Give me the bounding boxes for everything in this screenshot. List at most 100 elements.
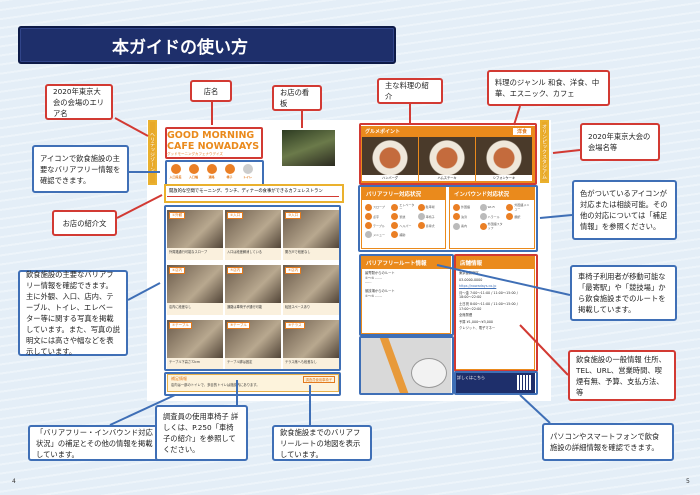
route-title: バリアフリールート情報	[362, 257, 450, 269]
icon-row: 入口段差 入口幅 通路 椅子 トイレ	[167, 164, 261, 179]
status-icon: 筆談	[391, 213, 415, 220]
photo-label: ⑧テーブル	[227, 322, 250, 329]
callout-supplement: 「バリアフリー・インバウンド対応状況」の補足とその他の情報を掲載しています。	[28, 425, 161, 461]
store-info-line: 土日祝 8:00〜11:00 / 11:00〜15:00 / 17:00〜22:…	[459, 301, 518, 311]
photo-card: ②入口入口は段差解消している	[225, 210, 281, 260]
supplement-title: 補足情報	[171, 376, 187, 381]
photo-card: ⑦テーブルテーブル下高さ72cm	[167, 320, 223, 370]
supplement-text: 店内は一部のトイレで、多目的トイレは施設内にあります。	[171, 383, 260, 387]
sample-spread: ヘリテッジゾーン GOOD MORNING CAFE NOWADAYS グッドモ…	[147, 120, 551, 401]
status-icon: ハラール	[479, 213, 505, 220]
callout-genre: 料理のジャンル 和食、洋食、中華、エスニック、カフェ	[487, 70, 610, 106]
photo-caption: 入口は段差解消している	[227, 250, 262, 254]
page-number-right: 5	[686, 478, 690, 485]
status-icon: 翻訳	[506, 213, 531, 220]
route-map	[361, 338, 451, 393]
toilet-icon: トイレ	[239, 164, 256, 179]
status-icon: スロープ	[365, 203, 389, 211]
callout-venue-name: 2020年東京大会の会場名等	[580, 123, 660, 161]
photo-label: ⑥店内	[285, 267, 302, 274]
callout-intro: お店の紹介文	[52, 210, 117, 236]
callout-photos: 飲食施設の主要なバリアフリー情報を確認できます。主に外観、入口、店内、テーブル、…	[18, 270, 128, 356]
dish-card: ハムステーキ	[419, 137, 475, 181]
genre-badge: 洋食	[512, 128, 531, 135]
status-icon: テーブル	[365, 222, 389, 229]
photo-card: ⑥店内転回スペースあり	[283, 265, 339, 315]
status-icon: ヘルパー	[391, 222, 415, 229]
photo-label: ⑦テーブル	[169, 322, 192, 329]
photo-caption: 通路は車椅子が通行可能	[227, 305, 263, 309]
store-title: 店舗情報	[456, 257, 534, 269]
photo-label: ④店内	[169, 267, 186, 274]
callout-signboard: お店の看板	[272, 85, 322, 111]
callout-route: 車椅子利用者が移動可能な「最寄駅」や「競技場」から飲食施設までのルートを掲載して…	[570, 265, 677, 321]
callout-online: パソコンやスマートフォンで飲食施設の詳細情報を確認できます。	[542, 423, 674, 461]
store-info-line: 全席禁煙	[459, 313, 473, 318]
photo-card: ①外観外周路通行可能なスロープ	[167, 210, 223, 260]
callout-colored-icons: 色がついているアイコンが対応または相談可能。その他の対応については「補足情報」を…	[572, 180, 677, 240]
photo-label: ①外観	[169, 212, 186, 219]
inbound-title: インバウンド対応状況	[450, 188, 534, 200]
photo-caption: テーブル下高さ72cm	[169, 360, 201, 364]
status-icon: 車椅子	[417, 213, 442, 220]
page-number-left: 4	[12, 478, 16, 485]
photo-card: ⑨テラステラス席へも段差なし	[283, 320, 339, 370]
status-icon: 駐車場	[417, 203, 442, 211]
photo-caption: 外周路通行可能なスロープ	[169, 250, 208, 254]
photo-label: ②入口	[227, 212, 244, 219]
callout-icons: アイコンで飲食施設の主要なバリアフリー情報を確認できます。	[32, 145, 129, 193]
supplement-box: 補足情報 店内は一部のトイレで、多目的トイレは施設内にあります。 調査員使用車椅…	[167, 374, 339, 392]
entrance-step-icon: 入口段差	[167, 164, 184, 179]
aisle-icon: 通路	[203, 164, 220, 179]
route-station: 最寄駅からのルート	[365, 271, 395, 275]
callout-general-info: 飲食施設の一般情報 住所、TEL、URL、営業時間、喫煙有無、予算、支払方法、等	[568, 350, 676, 401]
store-info-line[interactable]: https://nowadays.co.jp	[459, 284, 497, 289]
shop-kana: グッドモーニングカフェナウデイズ	[167, 152, 223, 156]
photo-label: ③入口	[285, 212, 302, 219]
dish-card: ハンバーグ	[362, 137, 418, 181]
photo-card: ③入口開き戸で段差なし	[283, 210, 339, 260]
callout-main-dishes: 主な料理の紹介	[377, 78, 443, 104]
bf-title: バリアフリー対応状況	[362, 188, 445, 200]
status-icon: 外国語スタッフ	[479, 222, 505, 230]
callout-shop-name: 店名	[190, 80, 232, 102]
status-icon: 点字	[365, 213, 389, 220]
qr-code[interactable]	[517, 375, 532, 390]
status-icon: 盲導犬	[417, 222, 442, 229]
store-info-line: 予算 ¥1,000〜¥3,000	[459, 319, 494, 324]
signboard-photo	[282, 130, 335, 166]
photo-caption: 店内に段差なし	[169, 305, 192, 309]
status-icon: 案内	[453, 222, 478, 230]
dish-card: シフォンケーキ	[476, 137, 532, 181]
venue-tab: オリンピックスタジアム	[540, 120, 549, 182]
status-icon: 外国語メニュー	[506, 203, 531, 211]
status-icon: 外国語	[453, 203, 478, 211]
shop-intro: 開放的な空間でモーニング、ランチ、ディナーの食事ができるカフェレストラン	[167, 186, 339, 197]
status-icon: 決済	[453, 213, 478, 220]
chair-icon: 椅子	[221, 164, 238, 179]
photo-card: ④店内店内に段差なし	[167, 265, 223, 315]
photo-card: ⑧テーブルテーブル脚は固定	[225, 320, 281, 370]
store-info-line: クレジット、電子マネー	[459, 326, 496, 331]
status-icon: 補助	[391, 231, 415, 238]
status-icon: エレベーター	[391, 203, 415, 211]
photo-caption: 転回スペースあり	[285, 305, 311, 309]
callout-route-map: 飲食施設までのバリアフリールートの地図を表示しています。	[272, 425, 372, 461]
photo-caption: 開き戸で段差なし	[285, 250, 311, 254]
wheelchair-badge: 調査員使用車椅子	[302, 376, 335, 383]
qr-panel: 詳しくはこちら	[455, 373, 535, 393]
shop-name: GOOD MORNING CAFE NOWADAYS	[167, 130, 260, 152]
qr-title: 詳しくはこちら	[457, 375, 485, 380]
photo-caption: テーブル脚は固定	[227, 360, 253, 364]
gourmet-title: グルメポイント	[365, 129, 401, 135]
callout-area-name: 2020年東京大会の会場のエリア名	[45, 84, 113, 120]
route-venue: 競技場からのルート	[365, 289, 395, 294]
barrier-free-status: バリアフリー対応状況 スロープエレベーター駐車場点字筆談車椅子テーブルヘルパー盲…	[361, 187, 446, 249]
photo-caption: テラス席へも段差なし	[285, 360, 317, 364]
page-title: 本ガイドの使い方	[18, 26, 396, 64]
gourmet-section: グルメポイント 洋食 ハンバーグハムステーキシフォンケーキ	[361, 126, 535, 184]
photo-card: ⑤店内通路は車椅子が通行可能	[225, 265, 281, 315]
